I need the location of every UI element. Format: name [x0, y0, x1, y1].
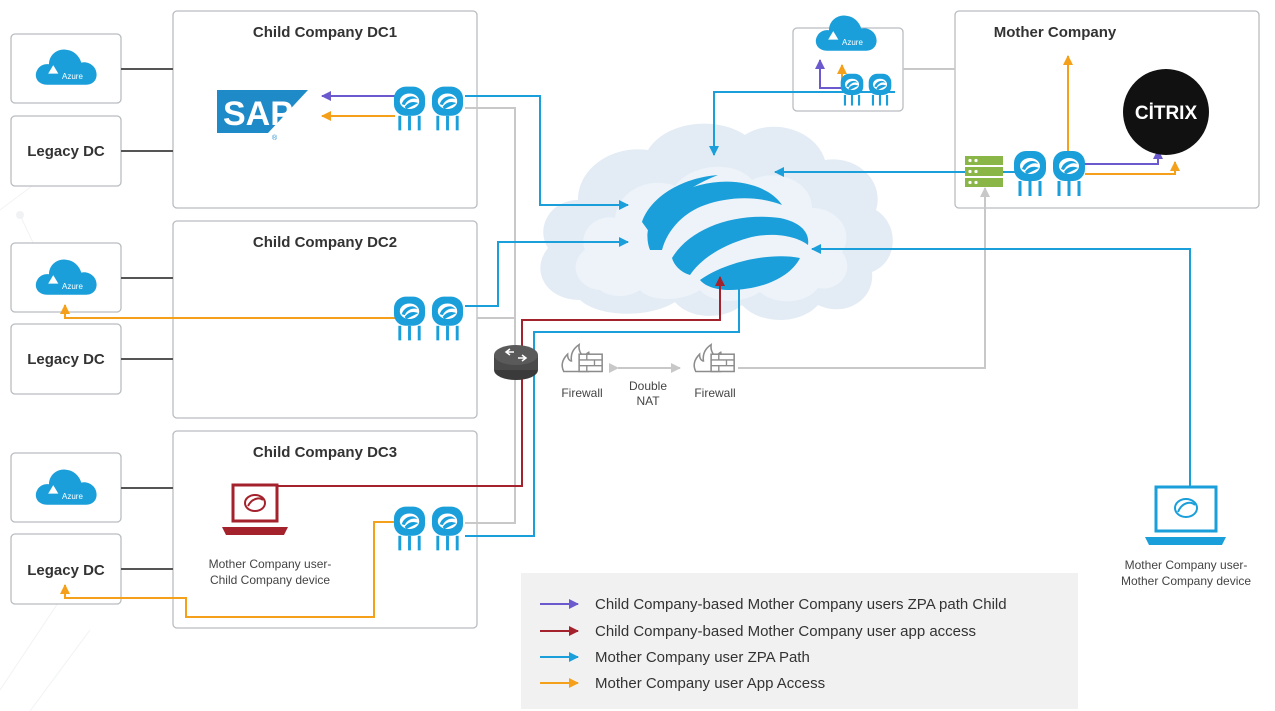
citrix-logo: CİTRIX [1123, 69, 1209, 155]
blue-paths [465, 91, 1191, 537]
mother-user-label-line2: Mother Company device [1121, 574, 1251, 588]
child-user-label-line2: Child Company device [210, 573, 330, 587]
legend-label: Mother Company user App Access [595, 675, 825, 692]
legend-item: Child Company-based Mother Company user … [540, 623, 976, 640]
double-nat-label-line1: Double [629, 379, 667, 393]
azure-label: Azure [62, 282, 83, 291]
azure-cloud-icons: Azure Azure Azure Azure [35, 15, 877, 505]
connector-icon [431, 505, 464, 552]
azure-label: Azure [62, 492, 83, 501]
connector-icon [393, 295, 426, 342]
double-nat-label-line2: NAT [636, 394, 660, 408]
connector-icon [393, 85, 426, 132]
azure-label: Azure [62, 72, 83, 81]
firewall-icon [561, 343, 603, 373]
azure-label: Azure [842, 38, 863, 47]
legend-label: Mother Company user ZPA Path [595, 649, 810, 666]
citrix-logo-text: CİTRIX [1135, 103, 1198, 124]
legend-item: Mother Company user App Access [540, 675, 825, 692]
child-device-laptop-icon [222, 483, 288, 535]
mother-device-laptop-icon [1145, 485, 1226, 545]
connector-icon [868, 73, 892, 107]
dc2-box [172, 220, 478, 419]
connector-icon [840, 73, 864, 107]
connector-icon [431, 295, 464, 342]
sap-logo: SAP ® [217, 90, 308, 142]
firewall-right: Firewall [693, 343, 736, 400]
child-user-label-line1: Mother Company user- [209, 557, 332, 571]
purple-paths [321, 59, 1163, 165]
dc3-box [172, 430, 478, 629]
legacy-dc-label: Legacy DC [27, 562, 105, 579]
dc2-title: Child Company DC2 [253, 234, 397, 251]
firewall-label: Firewall [694, 386, 735, 400]
router-icon [494, 345, 538, 380]
dc-links [121, 68, 173, 570]
orange-paths [60, 55, 1180, 618]
legend-box [521, 573, 1078, 709]
boxes [10, 10, 1260, 709]
firewall-label: Firewall [561, 386, 602, 400]
server-icon [965, 156, 1003, 187]
connector-icon [431, 85, 464, 132]
dc1-title: Child Company DC1 [253, 24, 397, 41]
svg-text:®: ® [272, 134, 278, 142]
legacy-dc-label: Legacy DC [27, 143, 105, 160]
firewall-left: Firewall [561, 343, 603, 400]
red-path [278, 276, 725, 487]
connector-icon [1013, 150, 1047, 198]
firewall-icon [693, 343, 735, 373]
connector-icon [1052, 150, 1086, 198]
legend: Child Company-based Mother Company users… [540, 596, 1007, 692]
legend-label: Child Company-based Mother Company user … [595, 623, 976, 640]
zpa-cloud [540, 123, 893, 320]
box-titles: Child Company DC1 Child Company DC2 Chil… [27, 24, 1117, 579]
legend-item: Mother Company user ZPA Path [540, 649, 810, 666]
connector-icon [393, 505, 426, 552]
dc1-box [172, 10, 478, 209]
legacy-dc-label: Legacy DC [27, 351, 105, 368]
mother-user-label-line1: Mother Company user- [1125, 558, 1248, 572]
sap-logo-text: SAP [223, 95, 293, 133]
mother-company-title: Mother Company [994, 24, 1117, 41]
legend-item: Child Company-based Mother Company users… [540, 596, 1007, 613]
legend-label: Child Company-based Mother Company users… [595, 596, 1007, 613]
dc3-title: Child Company DC3 [253, 444, 397, 461]
